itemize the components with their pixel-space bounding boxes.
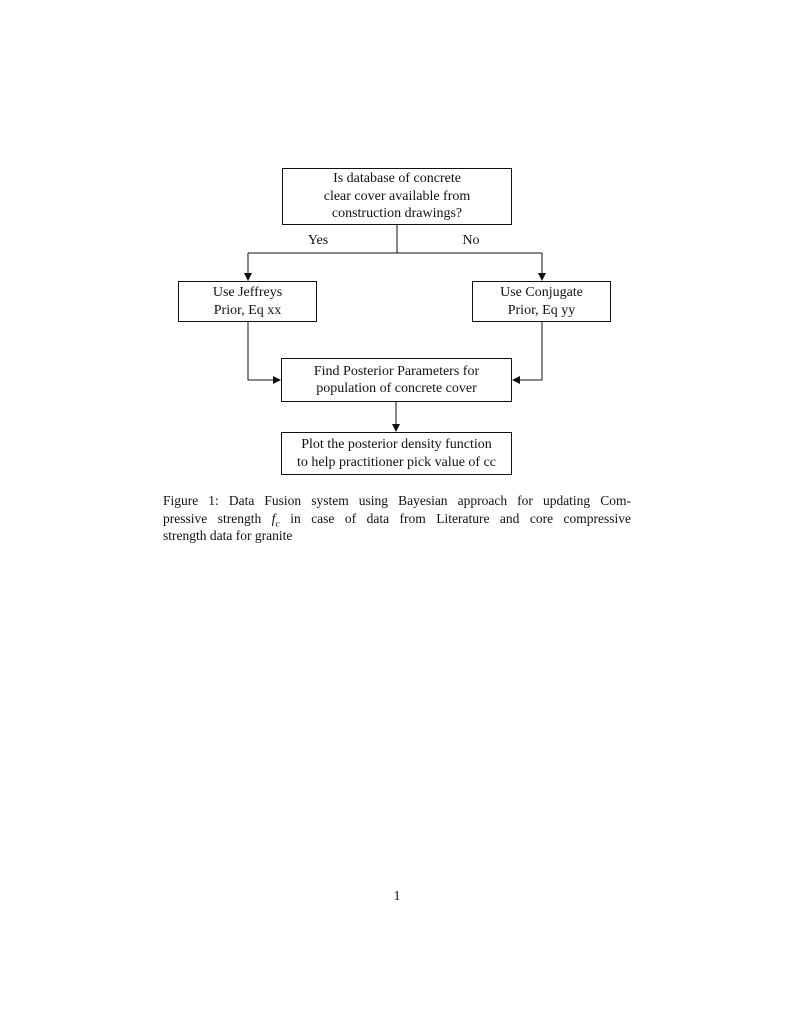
- arrowhead-left-posterior: [512, 376, 520, 384]
- flowchart-jeffreys-prior-box: Use Jeffreys Prior, Eq xx: [178, 281, 317, 322]
- page-number: 1: [393, 889, 401, 904]
- arrowhead-down-jeffreys: [244, 273, 252, 281]
- figure-caption-line-2: pressive strength fc in case of data fro…: [163, 510, 632, 530]
- flowchart-posterior-parameters-box: Find Posterior Parameters for population…: [281, 358, 512, 402]
- flowchart-plot-density-box: Plot the posterior density function to h…: [281, 432, 512, 475]
- arrowhead-down-conjugate: [538, 273, 546, 281]
- math-subscript-c: c: [275, 518, 280, 530]
- math-f: f: [271, 510, 276, 526]
- figure-caption: Figure 1: Data Fusion system using Bayes…: [163, 492, 631, 545]
- flowchart-decision-box: Is database of concrete clear cover avai…: [282, 168, 512, 225]
- arrowhead-down-plot: [392, 424, 400, 432]
- arrowhead-right-posterior: [273, 376, 281, 384]
- flowchart-no-label: No: [462, 233, 480, 248]
- connector-conjugate-to-posterior: [519, 322, 543, 381]
- figure-caption-line-3: strength data for granite: [163, 528, 293, 543]
- connector-jeffreys-to-posterior: [247, 322, 274, 381]
- flowchart-yes-label: Yes: [307, 233, 329, 248]
- math-fc-symbol: fc: [271, 510, 280, 530]
- figure-caption-line-1: Figure 1: Data Fusion system using Bayes…: [163, 493, 631, 508]
- caption-text-post: in case of data from Literature and core…: [290, 510, 632, 526]
- caption-text-pre: pressive strength: [163, 510, 262, 526]
- flowchart-conjugate-prior-box: Use Conjugate Prior, Eq yy: [472, 281, 611, 322]
